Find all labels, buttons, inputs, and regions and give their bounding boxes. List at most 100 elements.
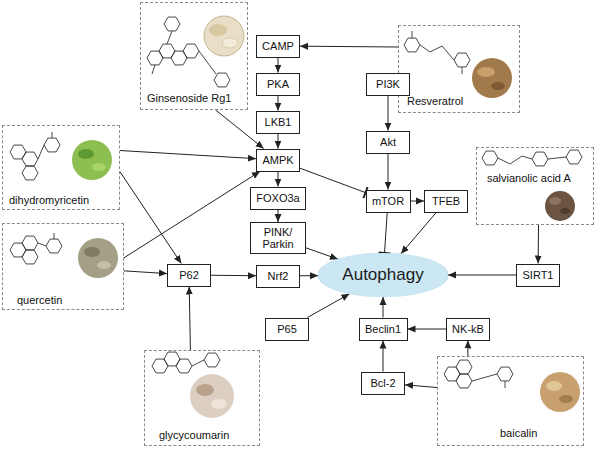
illustration-part (72, 140, 112, 180)
illustration-part (192, 360, 204, 366)
illustration-part (214, 73, 230, 87)
protein-label: PKA (267, 78, 289, 90)
protein-box: SIRT1 (516, 264, 560, 287)
illustration-part (22, 236, 38, 250)
baicalin-photo (540, 372, 580, 412)
baicalin-structure (444, 360, 513, 388)
arrow-connector (388, 154, 389, 190)
arrow-connector (278, 172, 279, 187)
illustration-part (204, 353, 220, 367)
protein-box: CAMP (256, 35, 300, 58)
illustration-part (164, 17, 180, 31)
arrow-connector (278, 96, 279, 111)
arrow-connector (120, 151, 256, 159)
illustration-part (566, 150, 582, 164)
illustration-part (46, 239, 62, 253)
illustration-part (78, 238, 118, 278)
illustration-part (454, 53, 470, 67)
illustration-part (559, 395, 573, 403)
protein-label: SIRT1 (523, 269, 554, 281)
illustration-part (44, 138, 60, 152)
protein-box: P65 (265, 318, 309, 341)
arrow-connector (278, 134, 279, 149)
arrow-connector (189, 287, 190, 351)
illustration-part (472, 58, 512, 98)
compound-panel: baicalin (437, 356, 584, 446)
arrow-connector (383, 297, 384, 318)
protein-box: AMPK (256, 149, 300, 172)
salvianolic-photo (545, 191, 575, 221)
compound-label: Resveratrol (407, 95, 463, 108)
illustration-part (78, 149, 94, 159)
protein-label: Beclin1 (365, 323, 401, 335)
arrow-connector (124, 172, 260, 258)
resveratrol-structure (404, 31, 470, 74)
arrow-connector (306, 248, 338, 259)
illustration-part (22, 166, 38, 180)
protein-label: Bcl-2 (370, 377, 395, 389)
illustration-part (482, 151, 498, 165)
glycycoumarin-structure (152, 352, 220, 373)
protein-label: CAMP (262, 40, 294, 52)
inhibition-connector (384, 213, 387, 254)
arrow-connector (300, 275, 318, 276)
arrow-connector (467, 341, 468, 357)
arrow-connector (124, 271, 167, 274)
illustration-part (211, 399, 227, 409)
quercetin-structure (10, 233, 62, 264)
protein-box: mTOR (366, 190, 411, 213)
protein-box: PKA (256, 73, 300, 96)
arrow-connector (388, 96, 389, 131)
illustration-part (22, 152, 38, 166)
protein-label: PI3K (376, 78, 400, 90)
protein-box: P62 (167, 264, 211, 287)
arrow-connector (307, 294, 349, 318)
compound-label: salvianolic acid A (487, 172, 571, 185)
compound-panel: Resveratrol (398, 25, 520, 113)
arrow-connector (278, 210, 279, 223)
illustration-part (491, 82, 505, 90)
compound-label: dihydromyricetin (9, 194, 89, 207)
illustration-part (540, 372, 580, 412)
illustration-part (38, 233, 54, 246)
protein-label: mTOR (372, 195, 404, 207)
compound-label: glycycoumarin (159, 429, 229, 442)
illustration-part (560, 208, 570, 214)
arrow-connector (300, 46, 398, 48)
illustration-part (456, 374, 472, 388)
illustration-part (498, 156, 566, 164)
compound-panel: dihydromyricetin (2, 125, 120, 210)
ginsenoside-photo (204, 16, 244, 56)
arrow-connector (383, 341, 384, 372)
illustration-part (456, 360, 472, 374)
compound-panel: salvianolic acid A (476, 147, 594, 225)
salvianolic-structure (482, 150, 582, 166)
compound-panel: quercetin (2, 223, 124, 310)
illustration-part (532, 152, 548, 166)
arrow-connector (211, 275, 256, 277)
protein-label: FOXO3a (256, 192, 299, 204)
protein-label: LKB1 (265, 116, 292, 128)
protein-box: PI3K (366, 73, 410, 96)
dihydromyricetin-photo (72, 140, 112, 180)
inhibition-connector (300, 168, 366, 192)
illustration-part (204, 16, 244, 56)
illustration-part (176, 359, 192, 373)
compound-panel: Ginsenoside Rg1 (140, 2, 248, 110)
illustration-part (472, 374, 505, 388)
protein-label: P62 (179, 269, 199, 281)
protein-label: AMPK (262, 154, 293, 166)
arrow-connector (405, 385, 437, 388)
illustration-part (38, 132, 52, 159)
protein-box: FOXO3a (250, 187, 306, 210)
protein-box: Beclin1 (359, 318, 408, 341)
arrow-connector (448, 275, 516, 276)
compound-label: quercetin (17, 294, 62, 307)
illustration-part (549, 197, 561, 205)
arrow-connector (120, 172, 181, 264)
protein-box: Akt (366, 131, 410, 154)
compound-label: Ginsenoside Rg1 (147, 92, 231, 105)
illustration-part (97, 261, 111, 269)
protein-box: Nrf2 (256, 265, 300, 288)
